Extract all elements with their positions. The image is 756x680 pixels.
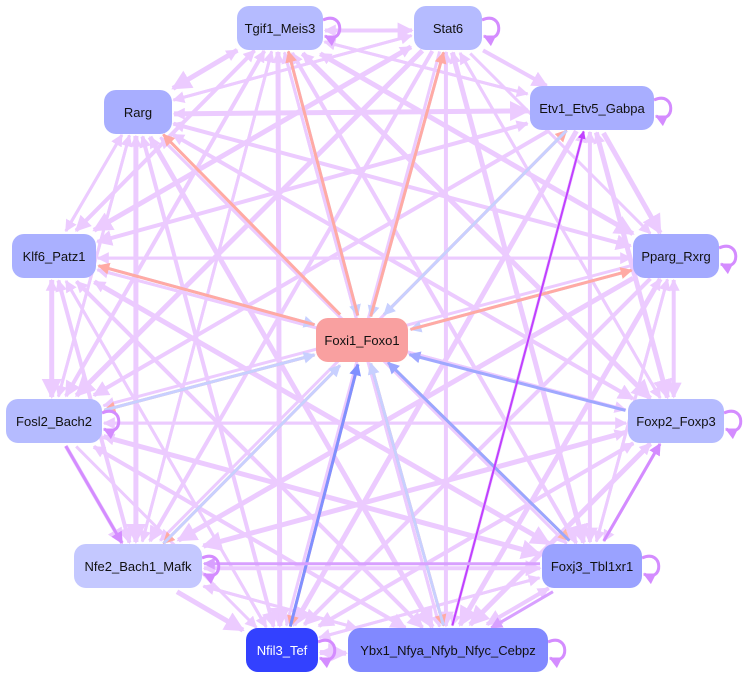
edge — [92, 128, 551, 397]
self-loop-Stat6 — [481, 16, 501, 47]
edge — [203, 429, 627, 548]
edge — [291, 129, 579, 627]
node-rarg[interactable]: Rarg — [104, 90, 172, 134]
self-loop-Nfe2_Bach1_Mafk — [201, 554, 221, 585]
edge — [593, 131, 669, 398]
edge-Foxj3_Tbl1xr1-to-Ybx1_Nfya_Nfyb_Nfyc_Cebpz — [490, 590, 554, 630]
node-label: Klf6_Patz1 — [22, 248, 86, 264]
node-foxp2-foxp3[interactable]: Foxp2_Foxp3 — [628, 399, 724, 443]
edge — [486, 586, 550, 626]
edge — [202, 583, 358, 630]
node-label: Foxp2_Foxp3 — [636, 413, 716, 429]
edge-Fosl2_Bach2-to-Foxi1_Foxo1 — [104, 351, 316, 412]
edge — [319, 574, 541, 639]
edge-Ybx1_Nfya_Nfyb_Nfyc_Cebpz-to-Etv1_Etv5_Gabpa — [451, 130, 586, 626]
edge — [97, 120, 529, 244]
edge — [601, 131, 663, 235]
edge — [102, 433, 540, 556]
self-loop-Etv1_Etv5_Gabpa — [653, 96, 673, 127]
node-label: Fosl2_Bach2 — [16, 413, 92, 429]
self-loop-Foxj3_Tbl1xr1 — [641, 554, 661, 585]
node-tgif1-meis3[interactable]: Tgif1_Meis3 — [237, 6, 323, 50]
node-label: Pparg_Rxrg — [641, 248, 711, 264]
node-klf6-patz1[interactable]: Klf6_Patz1 — [12, 234, 96, 278]
self-loop-Foxp2_Foxp3 — [723, 409, 743, 440]
node-label: Tgif1_Meis3 — [244, 20, 316, 36]
node-label: Foxj3_Tbl1xr1 — [550, 558, 634, 574]
node-nfil3-tef[interactable]: Nfil3_Tef — [246, 628, 318, 672]
edge-Foxj3_Tbl1xr1-to-Foxi1_Foxo1 — [387, 361, 571, 542]
edge-Foxi1_Foxo1-to-Stat6 — [369, 51, 447, 317]
edge — [93, 45, 413, 232]
self-loop-Pparg_Rxrg — [718, 244, 738, 275]
edge — [176, 276, 635, 543]
edge-Foxj3_Tbl1xr1-to-Foxp2_Foxp3 — [602, 442, 662, 542]
self-loop-Fosl2_Bach2 — [101, 409, 121, 440]
node-label: Nfil3_Tef — [256, 642, 308, 658]
node-foxi1-foxo1[interactable]: Foxi1_Foxo1 — [316, 318, 408, 362]
node-label: Rarg — [123, 104, 153, 120]
edge-Foxi1_Foxo1-to-Pparg_Rxrg — [410, 267, 633, 331]
edge — [172, 107, 529, 120]
edge-Foxi1_Foxo1-to-Rarg — [162, 133, 342, 316]
node-label: Nfe2_Bach1_Mafk — [84, 558, 192, 574]
edge-Nfe2_Bach1_Mafk-to-Foxi1_Foxo1 — [162, 364, 341, 545]
edge-Foxi1_Foxo1-to-Tgif1_Meis3 — [285, 50, 360, 316]
node-fosl2-bach2[interactable]: Fosl2_Bach2 — [6, 399, 102, 443]
node-label: Stat6 — [432, 20, 464, 36]
edge — [272, 50, 285, 627]
edge — [469, 52, 652, 235]
self-loop-Tgif1_Meis3 — [322, 16, 342, 47]
edge — [449, 51, 586, 543]
edge — [64, 133, 124, 232]
edge-Foxi1_Foxo1-to-Klf6_Patz1 — [97, 262, 315, 327]
edge — [171, 133, 634, 401]
self-loop-Nfil3_Tef — [317, 638, 337, 669]
node-ybx1-nfya-nfyb-nfyc-cebpz[interactable]: Ybx1_Nfya_Nfyb_Nfyc_Cebpz — [348, 628, 548, 672]
edge — [92, 445, 407, 630]
edge — [482, 48, 548, 88]
edge — [172, 120, 631, 248]
node-stat6[interactable]: Stat6 — [414, 6, 482, 50]
node-nfe2-bach1-mafk[interactable]: Nfe2_Bach1_Mafk — [74, 544, 202, 588]
self-loop-Ybx1_Nfya_Nfyb_Nfyc_Cebpz — [547, 638, 567, 669]
node-label: Foxi1_Foxo1 — [324, 332, 400, 348]
node-foxj3-tbl1xr1[interactable]: Foxj3_Tbl1xr1 — [542, 544, 642, 588]
edge — [93, 280, 550, 546]
edge-Nfil3_Tef-to-Foxi1_Foxo1 — [288, 363, 362, 627]
edge — [318, 646, 347, 659]
node-etv1-etv5-gabpa[interactable]: Etv1_Etv5_Gabpa — [530, 86, 654, 130]
node-pparg-rxrg[interactable]: Pparg_Rxrg — [633, 234, 719, 278]
node-label: Etv1_Etv5_Gabpa — [539, 100, 645, 116]
edge — [175, 589, 245, 633]
edge-Fosl2_Bach2-to-Nfe2_Bach1_Mafk — [64, 445, 124, 545]
node-label: Ybx1_Nfya_Nfyb_Nfyc_Cebpz — [360, 642, 536, 658]
edge-Etv1_Etv5_Gabpa-to-Foxi1_Foxo1 — [383, 129, 568, 316]
edge — [172, 48, 239, 90]
edge-Ybx1_Nfya_Nfyb_Nfyc_Cebpz-to-Foxi1_Foxo1 — [367, 362, 445, 626]
